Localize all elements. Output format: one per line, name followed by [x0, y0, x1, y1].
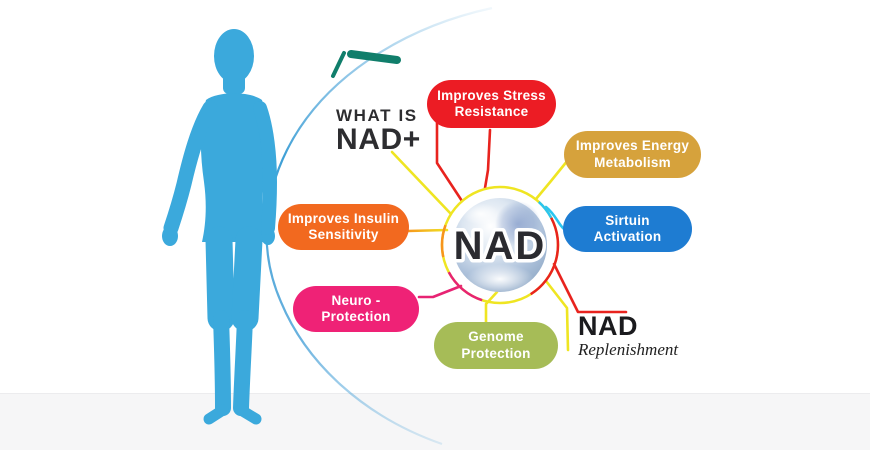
silhouette-right-thigh	[231, 226, 263, 332]
pill-label: Improves Insulin Sensitivity	[287, 210, 400, 242]
silhouette-right-foot	[235, 404, 262, 425]
hub-ring-red-segment	[530, 217, 560, 296]
silhouette-left-foot	[203, 404, 229, 425]
silhouette-neck	[223, 72, 245, 94]
silhouette-left-arm	[163, 100, 218, 236]
annotation-nad: NAD	[578, 311, 638, 341]
human-silhouette	[162, 29, 278, 425]
pill-genome-protection: Genome Protection	[434, 322, 558, 369]
connector-nad-replenishment-yellow	[544, 279, 570, 352]
pill-sirtuin-activation: Sirtuin Activation	[563, 206, 692, 252]
hub-ring-orange-segment	[440, 224, 447, 258]
silhouette-torso	[200, 93, 268, 242]
pill-label: Improves Stress Resistance	[437, 87, 546, 119]
hub-ring-magenta-segment	[447, 271, 483, 302]
pill-label: Neuro - Protection	[321, 292, 391, 324]
silhouette-left-thigh	[205, 226, 235, 332]
silhouette-right-arm	[253, 101, 278, 235]
annotation-replenishment: Replenishment	[578, 340, 679, 359]
pill-label: Genome Protection	[461, 329, 531, 361]
pill-improves-energy-metabolism: Improves Energy Metabolism	[564, 131, 701, 178]
pill-improves-insulin-sensitivity: Improves Insulin Sensitivity	[278, 204, 409, 250]
pill-improves-stress-resistance: Improves Stress Resistance	[427, 80, 556, 128]
nad-sphere-bottom-glow	[466, 264, 534, 294]
pill-label: Sirtuin Activation	[593, 212, 662, 244]
connector-title	[435, 114, 464, 203]
nad-sphere-label: NAD	[454, 224, 547, 268]
silhouette-right-calf	[233, 310, 253, 416]
nad-sphere-highlight	[462, 203, 500, 225]
pill-label: Improves Energy Metabolism	[575, 138, 690, 170]
connector-stress	[483, 128, 492, 190]
connector-nad-replenishment	[552, 262, 628, 314]
nad-replenishment-annotation: NAD Replenishment	[578, 313, 678, 360]
silhouette-head	[214, 29, 254, 83]
title-block: WHAT IS NAD+	[336, 107, 421, 156]
nad-sphere-shade	[495, 201, 541, 247]
connector-genome	[484, 290, 499, 326]
teal-decorative-mark	[331, 50, 401, 78]
hub-ring-cyan-segment	[537, 200, 553, 219]
pill-neuro-protection: Neuro - Protection	[293, 286, 419, 332]
connector-energy	[534, 158, 570, 201]
nad-sphere: NAD	[450, 198, 548, 294]
hub-ring	[440, 185, 560, 305]
connector-neuro	[417, 284, 463, 299]
connector-insulin	[406, 228, 449, 233]
connector-title-yellow	[390, 150, 453, 216]
silhouette-left-calf	[213, 310, 231, 416]
title-nad-plus: NAD+	[336, 123, 421, 157]
title-what-is: WHAT IS	[336, 106, 418, 125]
